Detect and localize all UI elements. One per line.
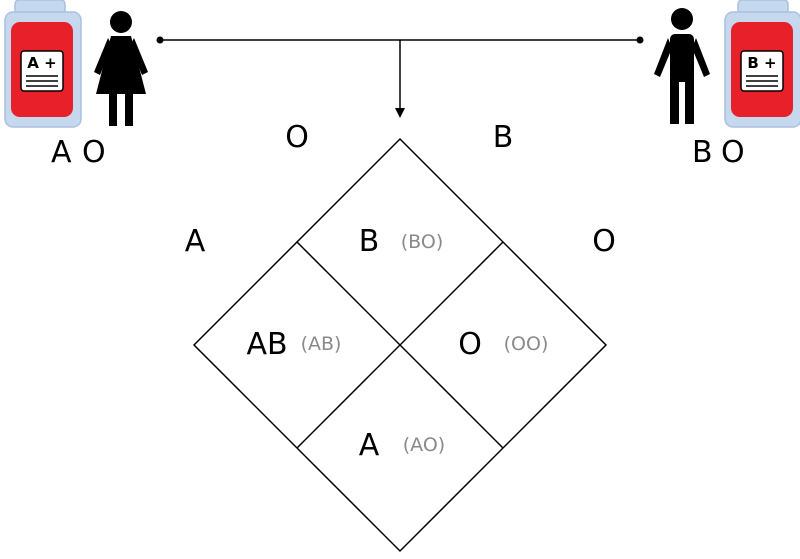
punnett-cell-left: AB (AB) — [246, 327, 341, 362]
father-allele-2: O — [721, 135, 745, 170]
punnett-square — [192, 137, 608, 553]
cell-phenotype: A — [359, 428, 380, 463]
allele-label-top-right: B — [493, 120, 514, 155]
mother-allele-2: O — [82, 135, 106, 170]
cell-genotype: (OO) — [504, 333, 549, 355]
punnett-cell-top: B (BO) — [359, 224, 444, 259]
cell-genotype: (BO) — [401, 231, 443, 253]
blood-bag-icon: B + — [724, 0, 800, 128]
allele-label-right: O — [592, 224, 616, 259]
allele-label-left: A — [185, 224, 206, 259]
cell-phenotype: AB — [246, 327, 287, 362]
cell-phenotype: B — [359, 224, 380, 259]
blood-bag-type-label: B + — [747, 54, 776, 72]
woman-icon — [94, 11, 148, 126]
father-allele-1: B — [692, 135, 713, 170]
man-icon — [654, 8, 710, 124]
blood-bag-icon: A + — [4, 0, 82, 128]
allele-label-top-left: O — [285, 120, 309, 155]
parent-connector — [156, 36, 644, 118]
punnett-cell-bottom: A (AO) — [359, 428, 445, 463]
cell-phenotype: O — [458, 327, 482, 362]
cell-genotype: (AB) — [301, 333, 342, 355]
cell-genotype: (AO) — [403, 434, 445, 456]
punnett-cell-right: O (OO) — [458, 327, 548, 362]
mother-allele-1: A — [51, 135, 72, 170]
blood-bag-type-label: A + — [27, 54, 56, 72]
